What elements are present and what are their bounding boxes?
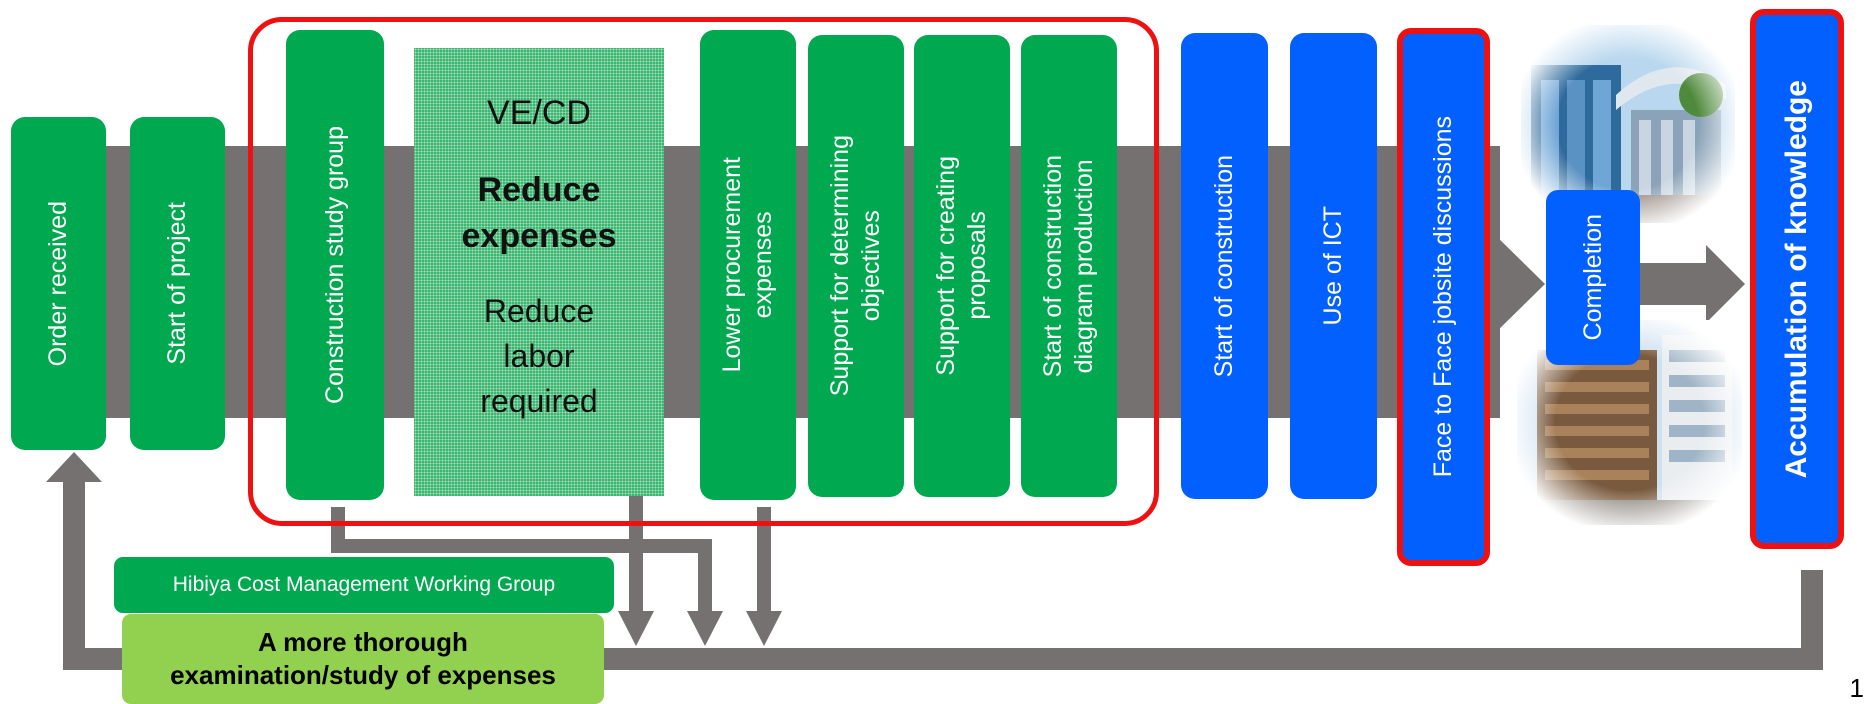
completion-box: Completion bbox=[1546, 190, 1640, 365]
down-arrowhead-3 bbox=[746, 611, 782, 646]
face-to-face-box: Face to Face jobsite discussions bbox=[1397, 28, 1490, 566]
branch-line-study-group bbox=[331, 507, 712, 611]
order-received-label: Order received bbox=[44, 200, 72, 367]
accumulation-box: Accumulation of knowledge bbox=[1750, 9, 1844, 549]
support-objectives-label: Support for determining objectives bbox=[826, 135, 885, 397]
start-of-construction-box: Start of construction bbox=[1181, 33, 1268, 499]
support-proposals-label: Support for creating proposals bbox=[932, 156, 991, 376]
down-arrowhead-2 bbox=[687, 611, 723, 646]
order-received-box: Order received bbox=[11, 117, 106, 450]
construction-diagram-label: Start of construction diagram production bbox=[1039, 154, 1098, 378]
support-proposals-box: Support for creating proposals bbox=[914, 35, 1010, 497]
use-of-ict-box: Use of ICT bbox=[1290, 33, 1377, 499]
start-of-construction-label: Start of construction bbox=[1210, 154, 1238, 378]
lower-procurement-label: Lower procurement expenses bbox=[718, 157, 777, 373]
main-arrowhead bbox=[1490, 230, 1545, 338]
working-group-box: Hibiya Cost Management Working Group bbox=[114, 557, 614, 613]
feedback-up-arrowhead bbox=[46, 452, 102, 482]
ve-cd-box: VE/CD Reduce expenses Reduce labor requi… bbox=[414, 48, 664, 496]
face-to-face-label: Face to Face jobsite discussions bbox=[1429, 116, 1457, 478]
thorough-examination-box: A more thorough examination/study of exp… bbox=[122, 614, 604, 704]
start-of-project-label: Start of project bbox=[163, 202, 191, 365]
down-arrowhead-1 bbox=[618, 611, 654, 646]
accumulation-label: Accumulation of knowledge bbox=[1780, 79, 1813, 479]
completion-label: Completion bbox=[1578, 214, 1607, 341]
reduce-expenses-label: Reduce expenses bbox=[461, 171, 617, 255]
cost-reduction-group-outline bbox=[248, 17, 1159, 526]
support-objectives-box: Support for determining objectives bbox=[808, 35, 904, 497]
construction-diagram-box: Start of construction diagram production bbox=[1021, 35, 1117, 497]
reduce-labor-label: Reduce labor required bbox=[480, 293, 598, 419]
start-of-project-box: Start of project bbox=[130, 117, 225, 450]
completion-arrowhead bbox=[1706, 245, 1745, 323]
construction-study-group-label: Construction study group bbox=[320, 126, 349, 404]
construction-study-group-box: Construction study group bbox=[286, 30, 384, 500]
lower-procurement-box: Lower procurement expenses bbox=[700, 30, 796, 500]
ve-cd-title: VE/CD bbox=[487, 94, 591, 132]
use-of-ict-label: Use of ICT bbox=[1319, 206, 1347, 326]
working-group-label: Hibiya Cost Management Working Group bbox=[172, 573, 556, 596]
feedback-loop-line bbox=[63, 480, 1823, 670]
thorough-examination-label: A more thorough examination/study of exp… bbox=[170, 627, 556, 690]
page-number: 1 bbox=[1849, 673, 1864, 703]
